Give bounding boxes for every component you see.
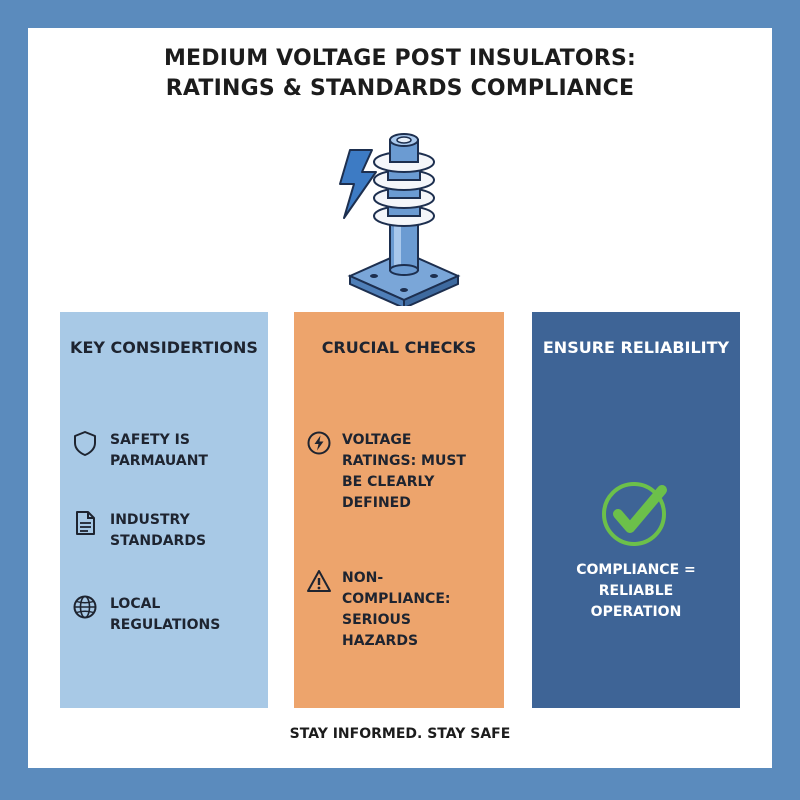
- bolt-icon: [339, 149, 377, 219]
- item-text: NON-COMPLIANCE: SERIOUS HAZARDS: [342, 570, 451, 649]
- item-text: LOCAL REGULATIONS: [110, 596, 221, 633]
- key-considerations-panel: KEY CONSIDERTIONS SAFETY IS PARMAUANT IN…: [60, 312, 268, 708]
- lightning-circle-icon: [307, 431, 331, 455]
- shield-icon: [74, 431, 96, 456]
- panel-heading: ENSURE RELIABILITY: [542, 338, 730, 357]
- crucial-checks-panel: CRUCIAL CHECKS VOLTAGE RATINGS: MUST BE …: [294, 312, 504, 708]
- footer-slogan: STAY INFORMED. STAY SAFE: [289, 726, 511, 742]
- page-title: MEDIUM VOLTAGE POST INSULATORS: RATINGS …: [28, 44, 772, 104]
- title-line-1: MEDIUM VOLTAGE POST INSULATORS:: [163, 46, 637, 71]
- item-text: INDUSTRY STANDARDS: [110, 512, 207, 549]
- statement-line-2: RELIABLE: [598, 583, 674, 599]
- checkmark-circle-icon: [602, 482, 667, 546]
- reliability-statement: COMPLIANCE = RELIABLE OPERATION: [532, 560, 740, 623]
- document-icon: [76, 511, 95, 535]
- item-text: VOLTAGE RATINGS: MUST BE CLEARLY DEFINED: [342, 432, 466, 511]
- post-insulator-icon: [339, 133, 461, 306]
- statement-line-1: COMPLIANCE =: [576, 562, 696, 578]
- ensure-reliability-panel: ENSURE RELIABILITY COMPLIANCE = RELIABLE…: [532, 312, 740, 708]
- statement-line-3: OPERATION: [590, 604, 682, 620]
- panel-heading: KEY CONSIDERTIONS: [70, 338, 258, 357]
- warning-triangle-icon: [307, 570, 331, 592]
- panel-heading: CRUCIAL CHECKS: [321, 338, 477, 357]
- title-line-2: RATINGS & STANDARDS COMPLIANCE: [165, 76, 635, 101]
- globe-icon: [73, 595, 97, 619]
- infographic-card: MEDIUM VOLTAGE POST INSULATORS: RATINGS …: [28, 28, 772, 768]
- item-text: SAFETY IS PARMAUANT: [110, 432, 208, 469]
